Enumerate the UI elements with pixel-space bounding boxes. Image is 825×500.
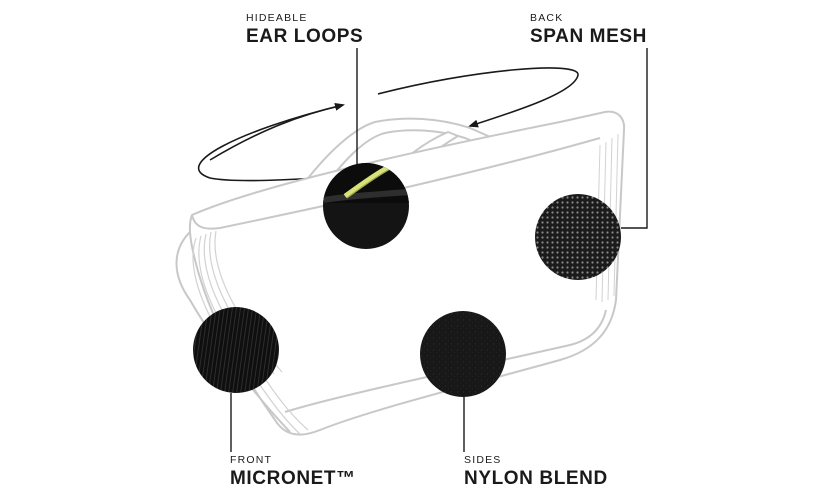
callout-sides-small: SIDES [464,454,502,466]
callout-ear-loops: HIDEABLE EAR LOOPS [246,13,363,46]
callout-ear-loops-small: HIDEABLE [246,12,308,24]
mask-left-pleats-outline [175,231,291,433]
callout-front-title: MICRONET™ [230,467,356,489]
swatch-span-mesh [535,194,621,280]
mask-outline [175,110,626,436]
swatch-ear-loops [323,163,409,249]
callout-back: BACK SPAN MESH [530,13,647,46]
swatch-nylon-blend [420,311,506,397]
callout-back-title: SPAN MESH [530,25,647,47]
callout-front-small: FRONT [230,454,273,466]
callout-lines [230,48,648,452]
callout-line-back [621,48,648,229]
rotation-arrow-left-tip [209,102,345,161]
callout-back-small: BACK [530,12,564,24]
rotation-arrow-right [377,67,579,128]
swatch-micronet [193,307,279,393]
callout-front: FRONT MICRONET™ [230,455,356,488]
mask-top-rim [191,137,601,230]
callout-sides-title: NYLON BLEND [464,467,608,489]
callout-ear-loops-title: EAR LOOPS [246,25,364,47]
callout-sides: SIDES NYLON BLEND [464,455,608,488]
